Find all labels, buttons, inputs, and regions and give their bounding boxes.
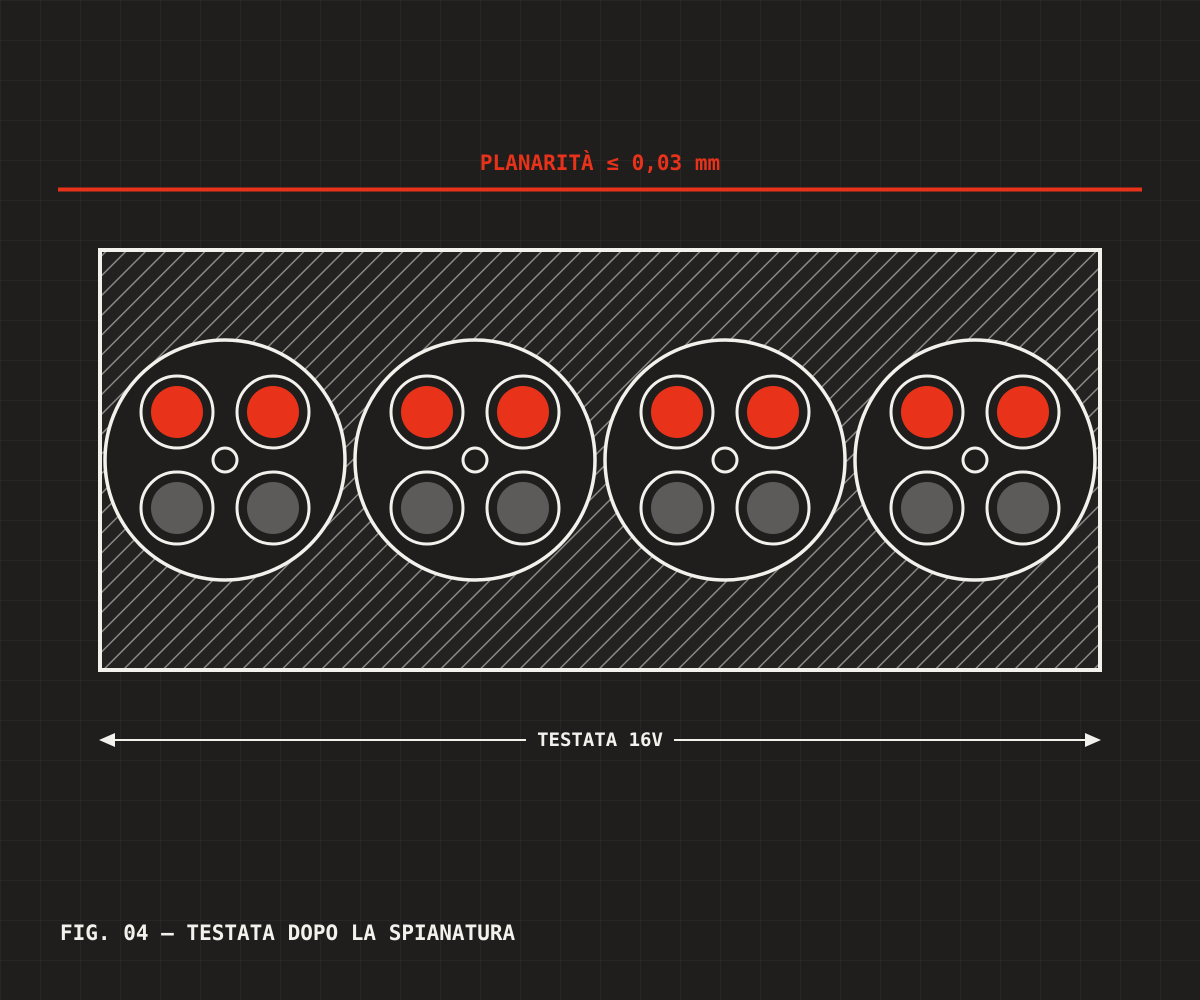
- dimension-arrow-right-icon: [1085, 733, 1101, 747]
- combustion-chamber: [353, 338, 597, 582]
- intake-valve: [901, 386, 953, 438]
- intake-valve: [151, 386, 203, 438]
- exhaust-valve: [901, 482, 953, 534]
- spark-plug-hole: [461, 446, 489, 474]
- exhaust-valve: [247, 482, 299, 534]
- intake-valve: [997, 386, 1049, 438]
- combustion-chamber: [853, 338, 1097, 582]
- length-dimension: TESTATA 16V: [99, 729, 1101, 751]
- spark-plug-hole: [711, 446, 739, 474]
- intake-valve: [747, 386, 799, 438]
- intake-valve: [401, 386, 453, 438]
- cylinder-head-outline: [98, 248, 1102, 672]
- combustion-chamber: [103, 338, 347, 582]
- spark-plug-hole: [211, 446, 239, 474]
- intake-valve: [497, 386, 549, 438]
- combustion-chamber: [603, 338, 847, 582]
- exhaust-valve: [497, 482, 549, 534]
- flatness-label: PLANARITÀ ≤ 0,03 mm: [480, 150, 720, 175]
- exhaust-valve: [747, 482, 799, 534]
- exhaust-valve: [651, 482, 703, 534]
- dimension-label: TESTATA 16V: [537, 729, 663, 751]
- intake-valve: [247, 386, 299, 438]
- exhaust-valve: [151, 482, 203, 534]
- dimension-arrow-left-icon: [99, 733, 115, 747]
- spark-plug-hole: [961, 446, 989, 474]
- exhaust-valve: [401, 482, 453, 534]
- exhaust-valve: [997, 482, 1049, 534]
- combustion-chambers: [103, 338, 1097, 582]
- intake-valve: [651, 386, 703, 438]
- figure-caption: FIG. 04 — TESTATA DOPO LA SPIANATURA: [60, 921, 516, 945]
